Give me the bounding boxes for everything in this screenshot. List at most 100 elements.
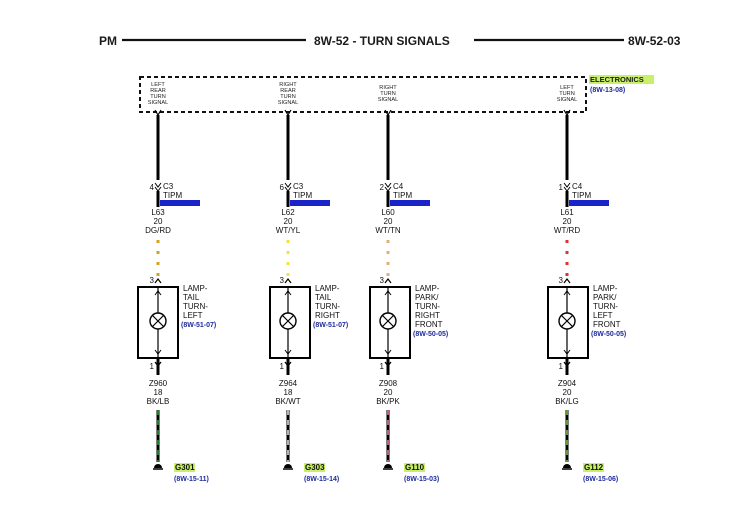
connector-symbol	[563, 182, 571, 192]
lamp-arrow-bottom	[384, 349, 392, 355]
ground-wire-id: Z964	[279, 379, 298, 388]
lamp-pin-bottom: 1	[380, 362, 385, 371]
lamp-terminal-top	[384, 278, 392, 284]
ground-ref: (8W-15-11)	[174, 476, 209, 483]
ground-wire-id: Z960	[149, 379, 168, 388]
lamp-terminal-top	[563, 278, 571, 284]
connector-name: TIPM	[293, 191, 312, 200]
wire-color: WT/YL	[276, 226, 301, 235]
lamp-box	[547, 286, 589, 359]
ground-wire-id: Z908	[379, 379, 398, 388]
connector-id: C4	[393, 182, 404, 191]
lamp-label: PARK/	[415, 293, 439, 302]
lamp-arrow-top	[563, 290, 571, 296]
module-signal-label: RIGHT	[379, 85, 397, 91]
ground-ref: (8W-15-14)	[304, 476, 339, 483]
connector-symbol	[284, 182, 292, 192]
lamp-label: TURN-	[415, 302, 440, 311]
lamp-label: TURN-	[593, 302, 618, 311]
lamp-arrow-bottom	[284, 349, 292, 355]
ground-wire-color: BK/LG	[555, 397, 579, 406]
ground-highlight	[304, 463, 325, 472]
module-signal-label: TURN	[280, 94, 296, 100]
lamp-label: FRONT	[415, 320, 443, 329]
electronics-ref: (8W-13-08)	[590, 87, 625, 94]
lamp-arrow-top	[154, 290, 162, 296]
lamp-filament-icon	[561, 315, 573, 327]
lamp-label: TAIL	[183, 293, 200, 302]
ground-wire-color: BK/LB	[147, 397, 170, 406]
header-left: PM	[99, 34, 117, 48]
module-signal-label: SIGNAL	[148, 100, 169, 106]
ground-wire-color: BK/WT	[275, 397, 300, 406]
lamp-arrow-top	[384, 290, 392, 296]
ground-symbol-icon	[384, 464, 392, 468]
lamp-pin-top: 3	[559, 276, 564, 285]
ground-ref: (8W-15-03)	[404, 476, 439, 483]
ground-name: G301	[175, 463, 195, 472]
ground-highlight	[583, 463, 604, 472]
ground-wire-gauge: 20	[563, 388, 572, 397]
lamp-label: LEFT	[593, 311, 613, 320]
module-signal-label: SIGNAL	[278, 100, 299, 106]
electronics-highlight	[589, 75, 654, 84]
lamp-label: LAMP-	[593, 284, 618, 293]
ground-wire-gauge: 20	[384, 388, 393, 397]
module-signal-label: TURN	[150, 94, 166, 100]
connector-name: TIPM	[572, 191, 591, 200]
lamp-label: RIGHT	[415, 311, 440, 320]
wire-gauge: 20	[384, 217, 393, 226]
module-signal-label: RIGHT	[279, 82, 297, 88]
header-page-number: 8W-52-03	[628, 34, 681, 48]
lamp-pin-top: 3	[280, 276, 285, 285]
wire-id: L63	[151, 208, 165, 217]
lamp-arrow-bottom	[563, 349, 571, 355]
connector-symbol	[384, 182, 392, 192]
electronics-label: ELECTRONICS	[590, 75, 644, 84]
header-title: 8W-52 - TURN SIGNALS	[314, 34, 450, 48]
lamp-filament-icon	[382, 315, 394, 327]
wire-gauge: 20	[563, 217, 572, 226]
ground-wire-gauge: 18	[154, 388, 163, 397]
lamp-pin-top: 3	[380, 276, 385, 285]
module-signal-label: LEFT	[560, 85, 574, 91]
wire-id: L61	[560, 208, 574, 217]
module-signal-label: REAR	[150, 88, 166, 94]
connector-id: C3	[293, 182, 304, 191]
connector-name: TIPM	[163, 191, 182, 200]
lamp-label: PARK/	[593, 293, 617, 302]
module-terminal-arrow	[154, 109, 162, 117]
ground-wire-id: Z904	[558, 379, 577, 388]
lamp-filament-icon	[282, 315, 294, 327]
ground-name: G112	[584, 463, 604, 472]
connector-pin-number: 4	[150, 183, 155, 192]
lamp-label: LAMP-	[183, 284, 208, 293]
lamp-pin-top: 3	[150, 276, 155, 285]
connector-pin-number: 6	[280, 183, 285, 192]
lamp-label: FRONT	[593, 320, 621, 329]
lamp-arrow-bottom	[154, 349, 162, 355]
lamp-arrow-top	[284, 290, 292, 296]
lamp-ref: (8W-51-07)	[313, 322, 348, 329]
ground-highlight	[404, 463, 425, 472]
connector-flag	[290, 200, 330, 206]
connector-pin-number: 2	[380, 183, 385, 192]
connector-id: C3	[163, 182, 174, 191]
lamp-pin-bottom: 1	[280, 362, 285, 371]
lamp-filament-icon	[152, 315, 164, 327]
ground-name: G303	[305, 463, 325, 472]
module-signal-label: TURN	[380, 91, 396, 97]
module-signal-label: LEFT	[151, 82, 165, 88]
ground-symbol-icon	[563, 464, 571, 468]
connector-flag	[390, 200, 430, 206]
lamp-label: LAMP-	[415, 284, 440, 293]
ground-symbol-icon	[154, 464, 162, 468]
wire-gauge: 20	[284, 217, 293, 226]
module-signal-label: SIGNAL	[378, 97, 399, 103]
ground-wire-color: BK/PK	[376, 397, 400, 406]
connector-id: C4	[572, 182, 583, 191]
wire-id: L60	[381, 208, 395, 217]
